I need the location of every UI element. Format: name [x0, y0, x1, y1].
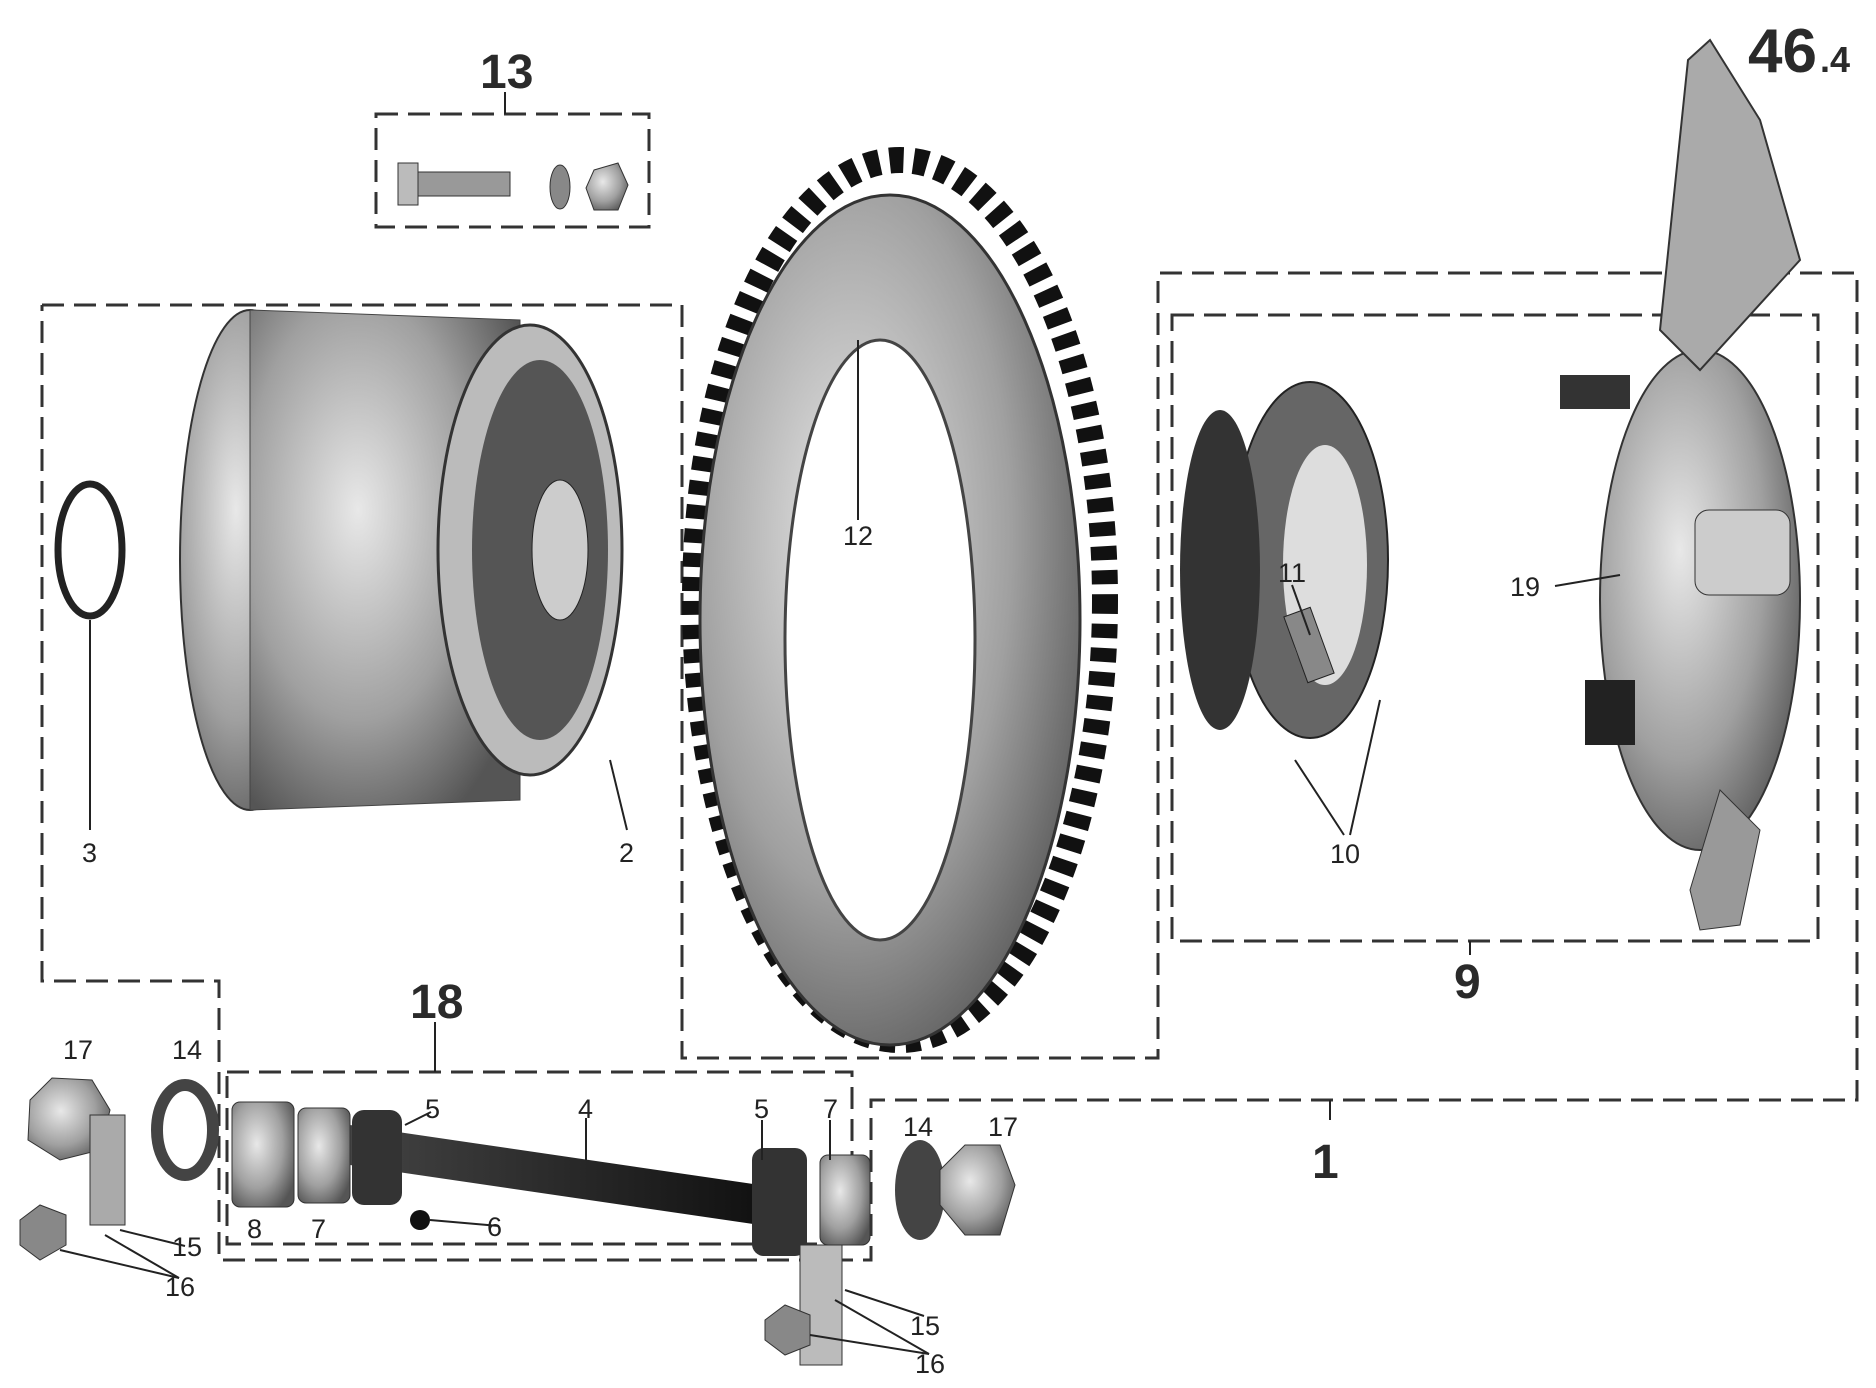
part-label-14-left: 14: [172, 1035, 202, 1065]
part-label-17-right: 17: [988, 1112, 1018, 1142]
group-label-1: 1: [1312, 1136, 1339, 1189]
part-label-7-right: 7: [823, 1094, 838, 1124]
part-label-3: 3: [82, 838, 97, 868]
group-label-18: 18: [410, 976, 463, 1029]
part-label-4: 4: [578, 1094, 593, 1124]
left-adjuster: [19, 1077, 219, 1261]
brake-shoes-10: [1180, 381, 1389, 739]
brake-plate-19: [1560, 38, 1802, 931]
part-label-8: 8: [247, 1214, 262, 1244]
part-label-19: 19: [1510, 572, 1540, 602]
group-label-9: 9: [1454, 956, 1481, 1009]
part-label-11: 11: [1278, 558, 1306, 588]
part-label-16-left: 16: [165, 1272, 195, 1302]
part-label-14-right: 14: [903, 1112, 933, 1142]
hub-2: [179, 309, 624, 811]
part-label-15-right: 15: [910, 1311, 940, 1341]
sprocket-12: [682, 147, 1118, 1053]
part-label-10: 10: [1330, 839, 1360, 869]
ring-3: [54, 480, 126, 620]
axle-assembly-18: [231, 1101, 871, 1256]
ball-6: [410, 1210, 430, 1230]
group-13-box: [374, 112, 651, 229]
svg-text:46: 46: [1748, 17, 1817, 86]
part-label-7-left: 7: [311, 1214, 326, 1244]
svg-text:.4: .4: [1820, 39, 1850, 80]
part-label-5-right: 5: [754, 1094, 769, 1124]
part-label-17-left: 17: [63, 1035, 93, 1065]
group-label-13: 13: [480, 46, 533, 99]
right-adjuster: [764, 1140, 1016, 1366]
part-label-12: 12: [843, 521, 873, 551]
group-1-outline: [40, 271, 1859, 1262]
page-number: 46 .4: [1748, 17, 1850, 86]
bolt-assembly-13: [397, 162, 629, 211]
part-label-15-left: 15: [172, 1232, 202, 1262]
part-label-16-right: 16: [915, 1349, 945, 1379]
part-label-5-left: 5: [425, 1094, 440, 1124]
leader-lines: [59, 340, 1621, 1355]
part-label-2: 2: [619, 838, 634, 868]
part-label-6: 6: [487, 1212, 502, 1242]
group-9-box: [1170, 313, 1820, 943]
